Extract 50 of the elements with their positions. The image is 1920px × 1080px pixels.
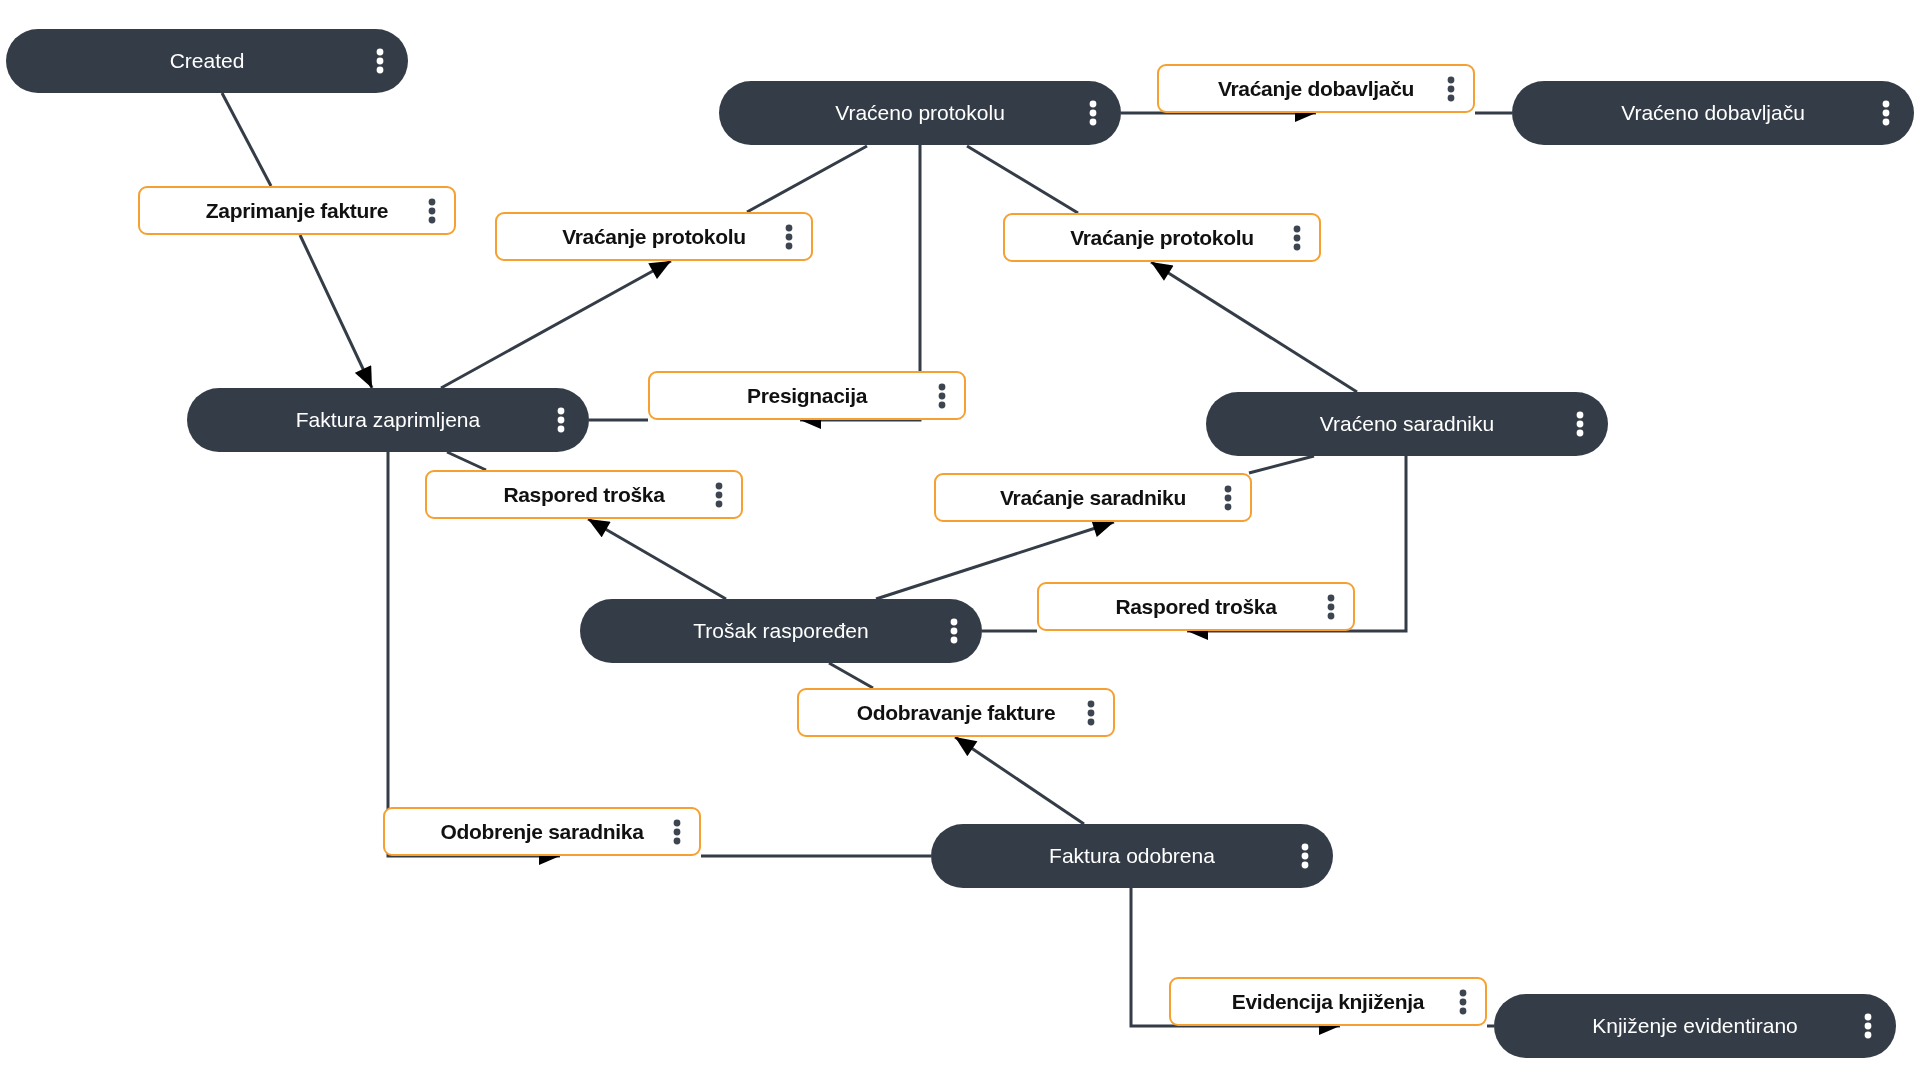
connector-arrow	[1129, 888, 1340, 1035]
connector-line	[1487, 1024, 1494, 1028]
connector-line	[589, 418, 648, 422]
connector-arrow	[1187, 456, 1408, 640]
transition-label: Vraćanje dobavljaču	[1217, 76, 1415, 101]
transition-box	[495, 212, 813, 261]
state-label: Knjiženje evidentirano	[1592, 1014, 1798, 1038]
connector-line	[220, 92, 273, 187]
transition-label: Zaprimanje fakture	[205, 198, 389, 223]
transition-box	[1037, 582, 1355, 631]
connector-arrow	[587, 517, 727, 601]
transition-label: Vraćanje saradniku	[999, 485, 1186, 510]
connector-arrow	[800, 145, 922, 429]
transition-label: Presignacija	[746, 383, 868, 408]
connector-arrow	[386, 452, 560, 865]
connector-arrow	[298, 234, 374, 389]
transition-box	[1003, 213, 1321, 262]
connector-line	[746, 144, 868, 214]
transition-label: Odobravanje fakture	[856, 700, 1056, 725]
transition-label: Vraćanje protokolu	[562, 224, 746, 249]
transition-box	[934, 473, 1252, 522]
connector-line	[982, 629, 1037, 633]
state-label: Vraćeno protokolu	[835, 101, 1005, 125]
connector-arrow	[954, 735, 1085, 826]
connector-line	[1475, 111, 1512, 115]
state-label: Created	[169, 49, 245, 73]
transition-box	[383, 807, 701, 856]
transition-box	[425, 470, 743, 519]
connector-line	[966, 144, 1079, 215]
transition-box	[1169, 977, 1487, 1026]
connector-arrow	[1150, 260, 1358, 394]
transition-label: Raspored troška	[503, 482, 665, 507]
connector-line	[701, 854, 931, 858]
transition-box	[1157, 64, 1475, 113]
state-label: Faktura odobrena	[1049, 844, 1215, 868]
transition-box	[797, 688, 1115, 737]
transition-label: Vraćanje protokolu	[1070, 225, 1254, 250]
connector-arrow	[440, 259, 672, 390]
transition-label: Evidencija knjiženja	[1231, 989, 1425, 1014]
state-label: Faktura zaprimljena	[295, 408, 481, 432]
transition-box	[138, 186, 456, 235]
transition-box	[648, 371, 966, 420]
connector-line	[1248, 454, 1315, 475]
state-label: Trošak raspoređen	[693, 619, 869, 643]
transition-label: Odobrenje saradnika	[440, 819, 644, 844]
connector-arrow	[875, 519, 1115, 601]
connector-line	[446, 450, 487, 472]
state-label: Vraćeno dobavljaču	[1621, 101, 1805, 125]
state-label: Vraćeno saradniku	[1319, 412, 1495, 436]
transition-label: Raspored troška	[1115, 594, 1277, 619]
